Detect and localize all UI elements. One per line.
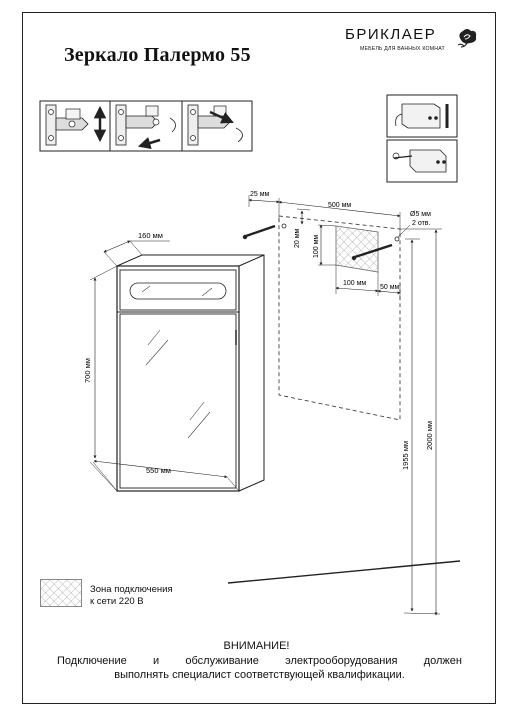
hinge-panel-3 [181, 100, 253, 152]
mount-height-label: 1955 мм [401, 441, 410, 470]
hinge-adjustment-illustrations [39, 100, 253, 152]
total-height-label: 2000 мм [425, 421, 434, 450]
legend-line-2: к сети 220 В [90, 596, 144, 607]
warning-word: и [152, 655, 160, 667]
warning-title: ВНИМАНИЕ! [223, 640, 290, 652]
hole-count-label: 2 отв. [412, 220, 431, 227]
warning-line-1: Подключение и обслуживание электрооборуд… [57, 655, 462, 669]
warning-word: электрооборудования [285, 655, 398, 667]
cabinet-width-label: 550 мм [146, 466, 171, 475]
hole-diameter-label: Ø5 мм [410, 211, 431, 218]
connection-zone-swatch [40, 579, 82, 607]
top-offset-label: 20 мм [294, 228, 301, 248]
warning-word: Подключение [57, 655, 127, 667]
zone-width-label: 100 мм [343, 280, 366, 287]
warning-word: должен [423, 655, 462, 667]
cabinet-dimension-lines: 160 мм 700 мм 550 мм [83, 231, 265, 492]
warning-text: Подключение и обслуживание электрооборуд… [57, 655, 462, 682]
legend-line-1: Зона подключения [90, 584, 173, 595]
hinge-panel-2 [109, 100, 183, 152]
warning-line-2: выполнять специалист соответствующей ква… [114, 668, 405, 681]
brand-name: БРИКЛАЕР [345, 26, 437, 43]
mirror-cabinet-drawing [116, 254, 265, 492]
hinge-panel-1 [39, 100, 111, 152]
rose-icon [457, 29, 477, 48]
zone-height-label: 100 мм [313, 235, 320, 258]
wall-mounting-diagram: 25 мм 500 мм Ø5 мм 2 отв. 20 мм 100 мм 1… [227, 191, 461, 616]
brand-tagline: МЕБЕЛЬ ДЛЯ ВАННЫХ КОМНАТ [360, 46, 445, 52]
mount-spacing-label: 500 мм [328, 202, 351, 209]
connection-zone-legend: Зона подключения к сети 220 В [90, 584, 230, 608]
page-border [22, 12, 496, 704]
cabinet-depth-label: 160 мм [138, 231, 163, 240]
warning-word: обслуживание [185, 655, 259, 667]
cabinet-height-label: 700 мм [83, 358, 92, 383]
connector-illustrations [386, 94, 458, 183]
zone-side-offset-label: 50 мм [380, 284, 400, 291]
page-title: Зеркало Палермо 55 [64, 44, 251, 66]
screw-offset-label: 25 мм [250, 191, 270, 198]
